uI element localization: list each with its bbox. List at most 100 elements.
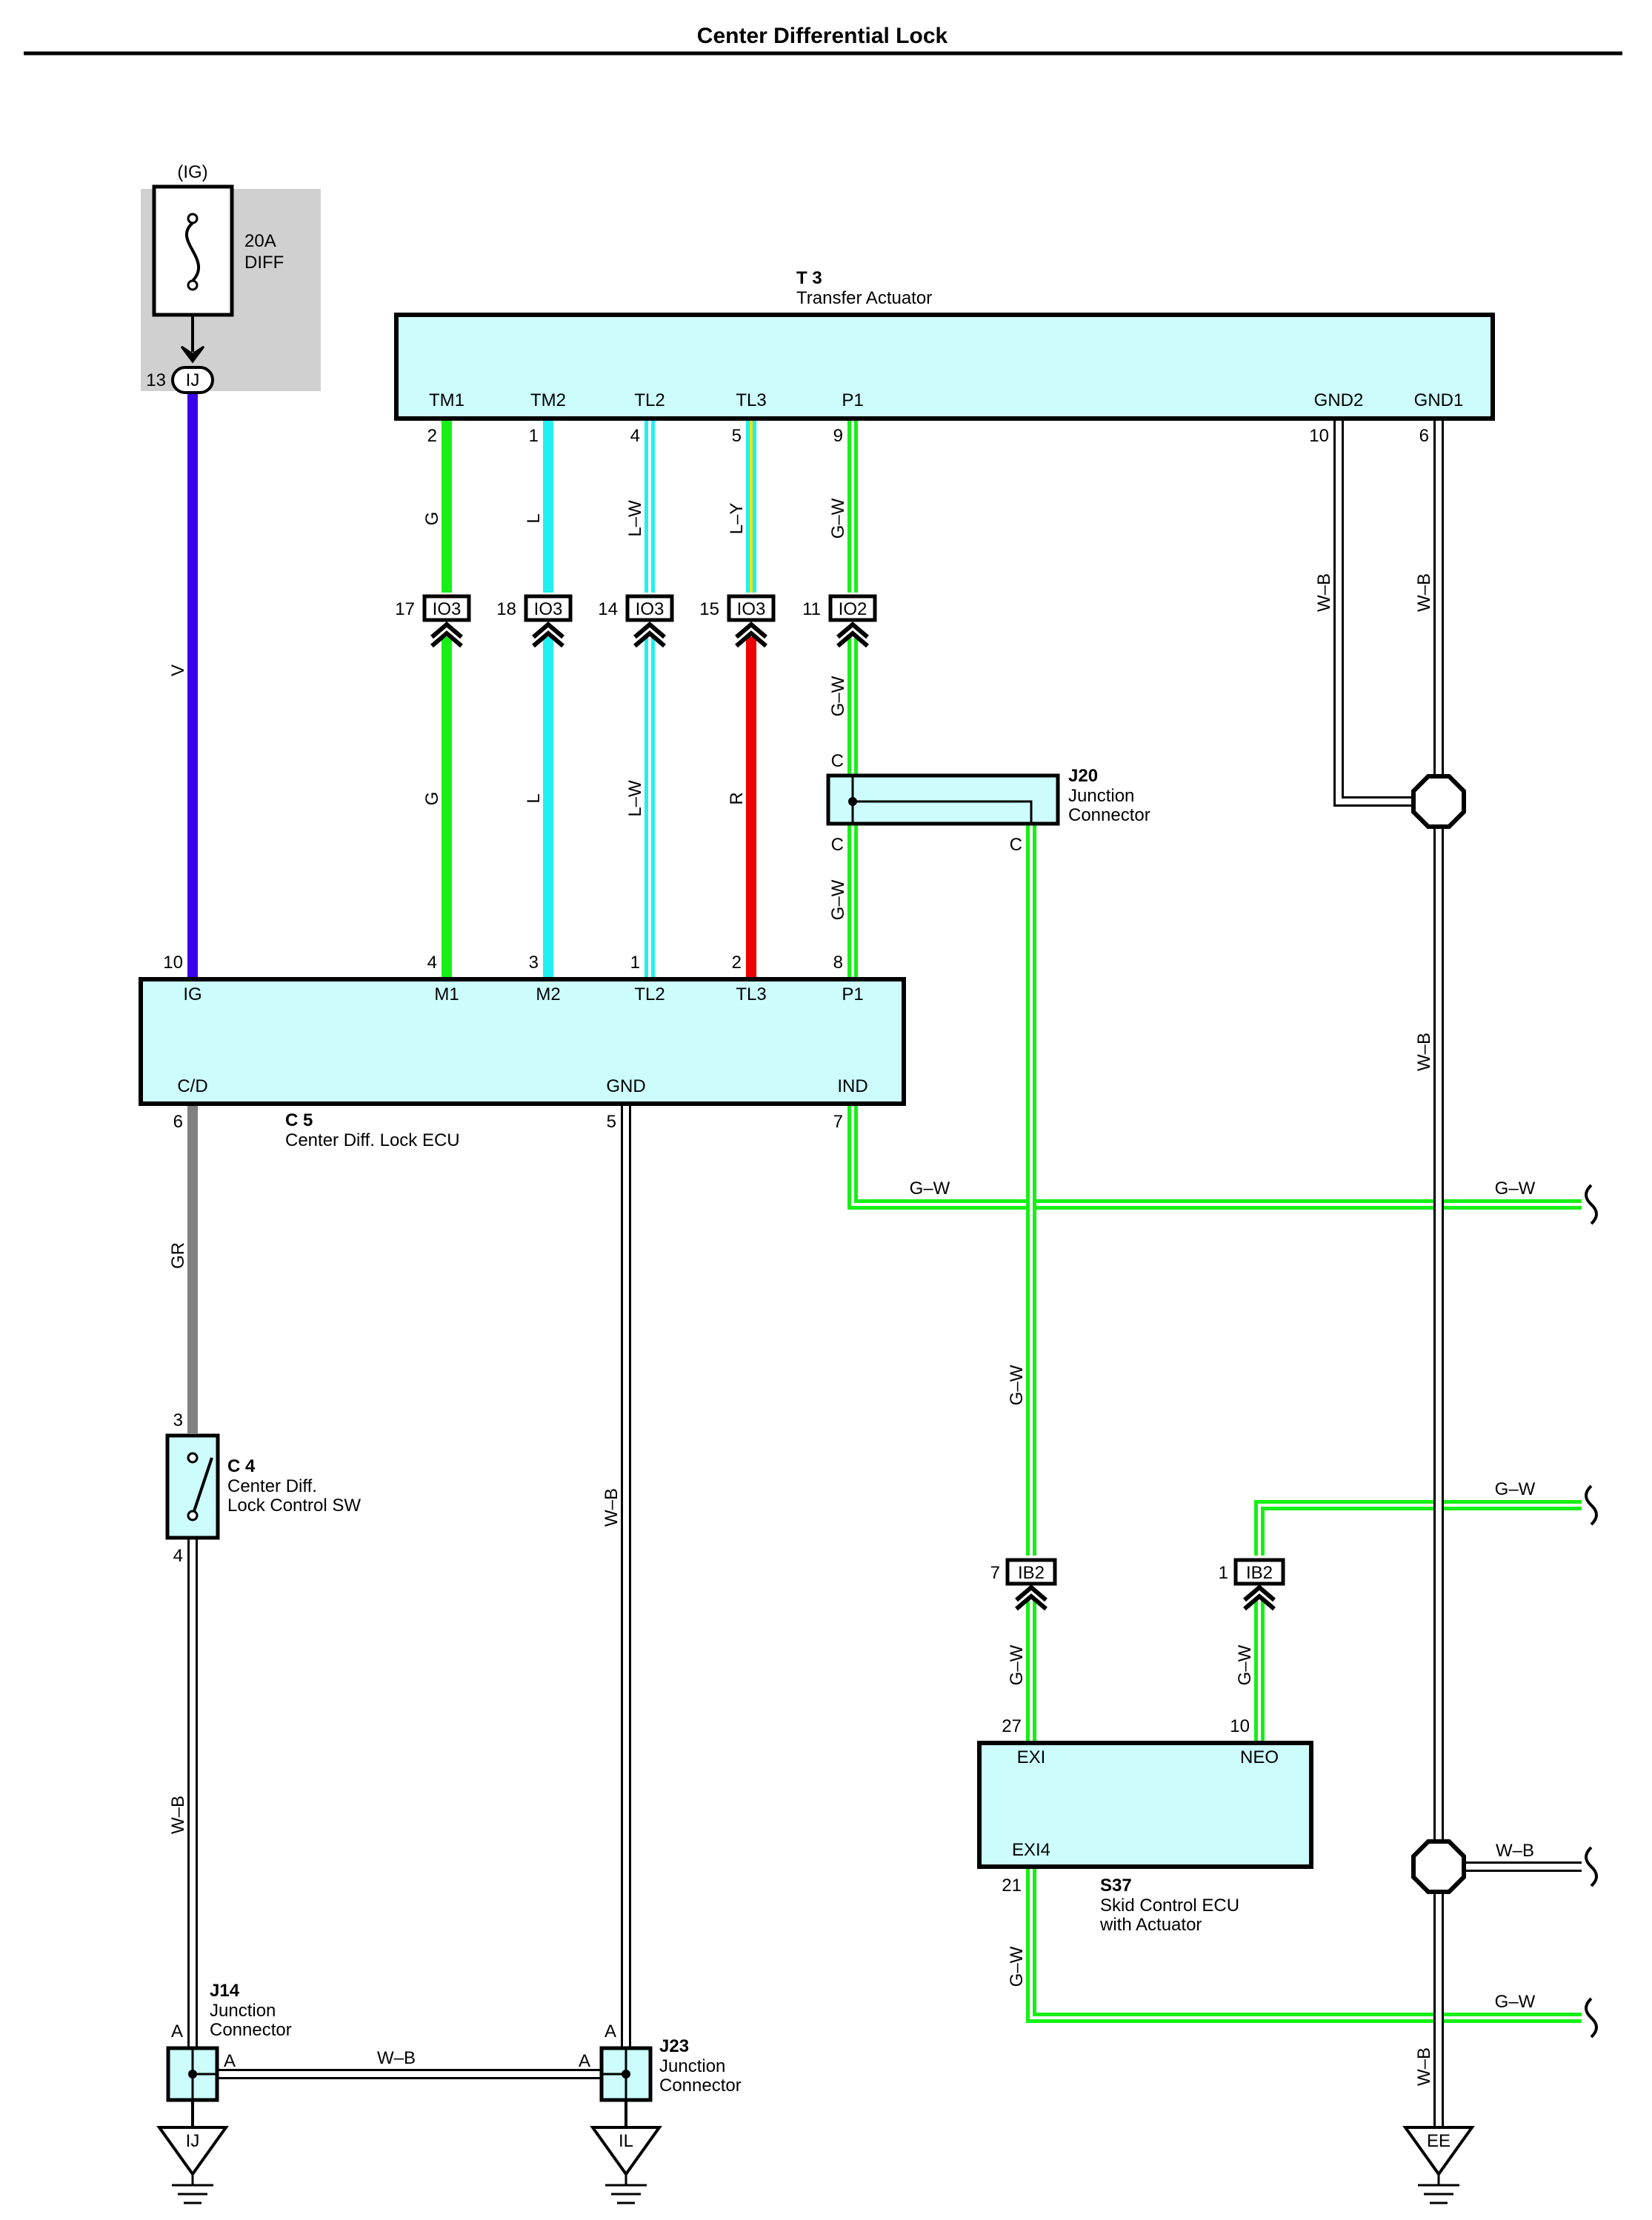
fuse-connector-pin: 13 [146,370,166,390]
wire-label: W–B [377,2048,416,2068]
j20-name: Connector [1068,805,1150,825]
ground-il: IL [590,2100,662,2204]
c5-pin-label: TL2 [634,984,665,1004]
s37-pin-label: EXI [1017,1747,1046,1767]
wire-label: L [524,513,544,523]
wire-label: G–W [1007,1644,1027,1685]
svg-text:IB2: IB2 [1246,1563,1273,1583]
t3-body [394,313,1495,421]
wb-wires [187,419,1582,2127]
connector-arrow-icon [180,345,205,364]
c4-body [165,1433,220,1540]
wire-ib2-right [1254,1500,1582,1743]
s37-pin-number: 10 [1230,1716,1250,1736]
c5-pin-number: 4 [427,953,437,973]
s37-skid-control-ecu: EXI NEO EXI4 27 10 21 S37 Skid Control E… [977,1716,1313,1935]
svg-text:IO2: IO2 [839,599,867,619]
c5-pin-label: GND [606,1076,645,1096]
c4-name: Lock Control SW [227,1496,361,1516]
c5-center-diff-lock-ecu: IG M1 M2 TL2 TL3 P1 10 4 3 1 2 8 C/D GND… [139,953,906,1150]
fuse-terminal-top [187,213,199,224]
s37-name: with Actuator [1099,1915,1202,1935]
wire-label: L–W [625,500,645,537]
wire-label: R [727,792,747,804]
c5-pin-label: IND [837,1076,867,1096]
wire-label: G–W [910,1179,950,1199]
svg-text:EE: EE [1427,2131,1451,2151]
c5-pin-number: 2 [732,953,742,973]
wire-label: W–B [1314,573,1334,612]
t3-code: T 3 [796,268,822,288]
j14-name: Junction [210,2001,276,2021]
chevron-up-icon [836,621,869,648]
connector-ib2-left: IB2 7 [990,1558,1057,1611]
s37-code: S37 [1100,1876,1132,1896]
c4-code: C 4 [227,1456,256,1476]
chevron-up-icon [633,621,666,648]
connector-io3-14: IO3 14 [598,594,674,648]
t3-pin-label: GND1 [1414,390,1464,410]
connector-io2-11: IO2 11 [802,594,877,648]
wire-label: GR [168,1242,188,1269]
wire-label: V [168,664,188,676]
wire-ind [847,1104,1582,1210]
svg-text:14: 14 [598,599,618,619]
j23-junction-connector: A A J23 Junction Connector [579,2021,742,2102]
t3-pin-label: TM2 [530,390,566,410]
c5-pin-label: P1 [842,984,863,1004]
svg-text:11: 11 [802,599,821,619]
switch-icon [193,1457,213,1512]
s37-pin-label: EXI4 [1012,1840,1050,1860]
s37-pin-number: 21 [1002,1876,1022,1896]
ground-ee: EE [1402,2126,1475,2204]
ground-icon [1402,2126,1475,2177]
j23-name: Junction [659,2056,725,2076]
fuse-connector [171,366,214,394]
svg-text:7: 7 [990,1563,1000,1583]
t3-pin-number: 5 [732,426,742,446]
t3-pin-label: TL2 [634,390,665,410]
c5-pin-number: 1 [630,953,640,973]
t3-pin-number: 9 [833,426,843,446]
wire-label: W–B [1414,1033,1434,1071]
t3-transfer-actuator: T 3 Transfer Actuator TM1 TM2 TL2 TL3 P1… [394,268,1495,446]
wire-label: G [422,512,442,526]
s37-name: Skid Control ECU [1100,1896,1239,1916]
c5-pin-label: C/D [177,1076,207,1096]
chevron-up-icon [532,621,564,648]
svg-text:IO3: IO3 [636,599,665,619]
t3-pin-number: 4 [630,426,640,446]
fuse-block: (IG) 20A DIFF IJ 13 [141,162,321,394]
j20-code: J20 [1068,766,1098,786]
c5-pin-label: IG [183,984,201,1004]
c5-code: C 5 [285,1110,313,1130]
c5-pin-number: 7 [833,1112,843,1132]
connector-ib2-right: IB2 1 [1219,1558,1285,1611]
svg-text:IB2: IB2 [1018,1563,1045,1583]
c5-body [139,977,906,1106]
svg-text:IL: IL [619,2131,633,2151]
wire-label: G–W [828,879,848,920]
svg-text:IO3: IO3 [534,599,563,619]
t3-pin-label: P1 [842,390,863,410]
c5-pin-label: M1 [434,984,459,1004]
c5-pin-number: 3 [529,953,539,973]
t3-pin-number: 10 [1309,426,1329,446]
wire-label: G–W [1007,1946,1027,1987]
j20-pin: C [831,751,844,771]
page-title: Center Differential Lock [697,24,948,48]
s37-pin-label: NEO [1240,1747,1279,1767]
ground-icon [590,2126,662,2177]
wire-label: G–W [1495,1992,1536,2012]
chevron-up-icon [1015,1584,1048,1611]
s37-body [977,1741,1313,1869]
j20-pin: C [831,835,844,855]
j23-pin: A [604,2021,616,2041]
wire-label: W–B [1414,573,1434,612]
j20-pin: C [1010,835,1022,855]
wire-label: G [422,792,442,806]
connector-io3-15: IO3 15 [699,594,776,648]
c5-pin-number: 6 [173,1112,183,1132]
t3-pin-number: 1 [529,426,539,446]
